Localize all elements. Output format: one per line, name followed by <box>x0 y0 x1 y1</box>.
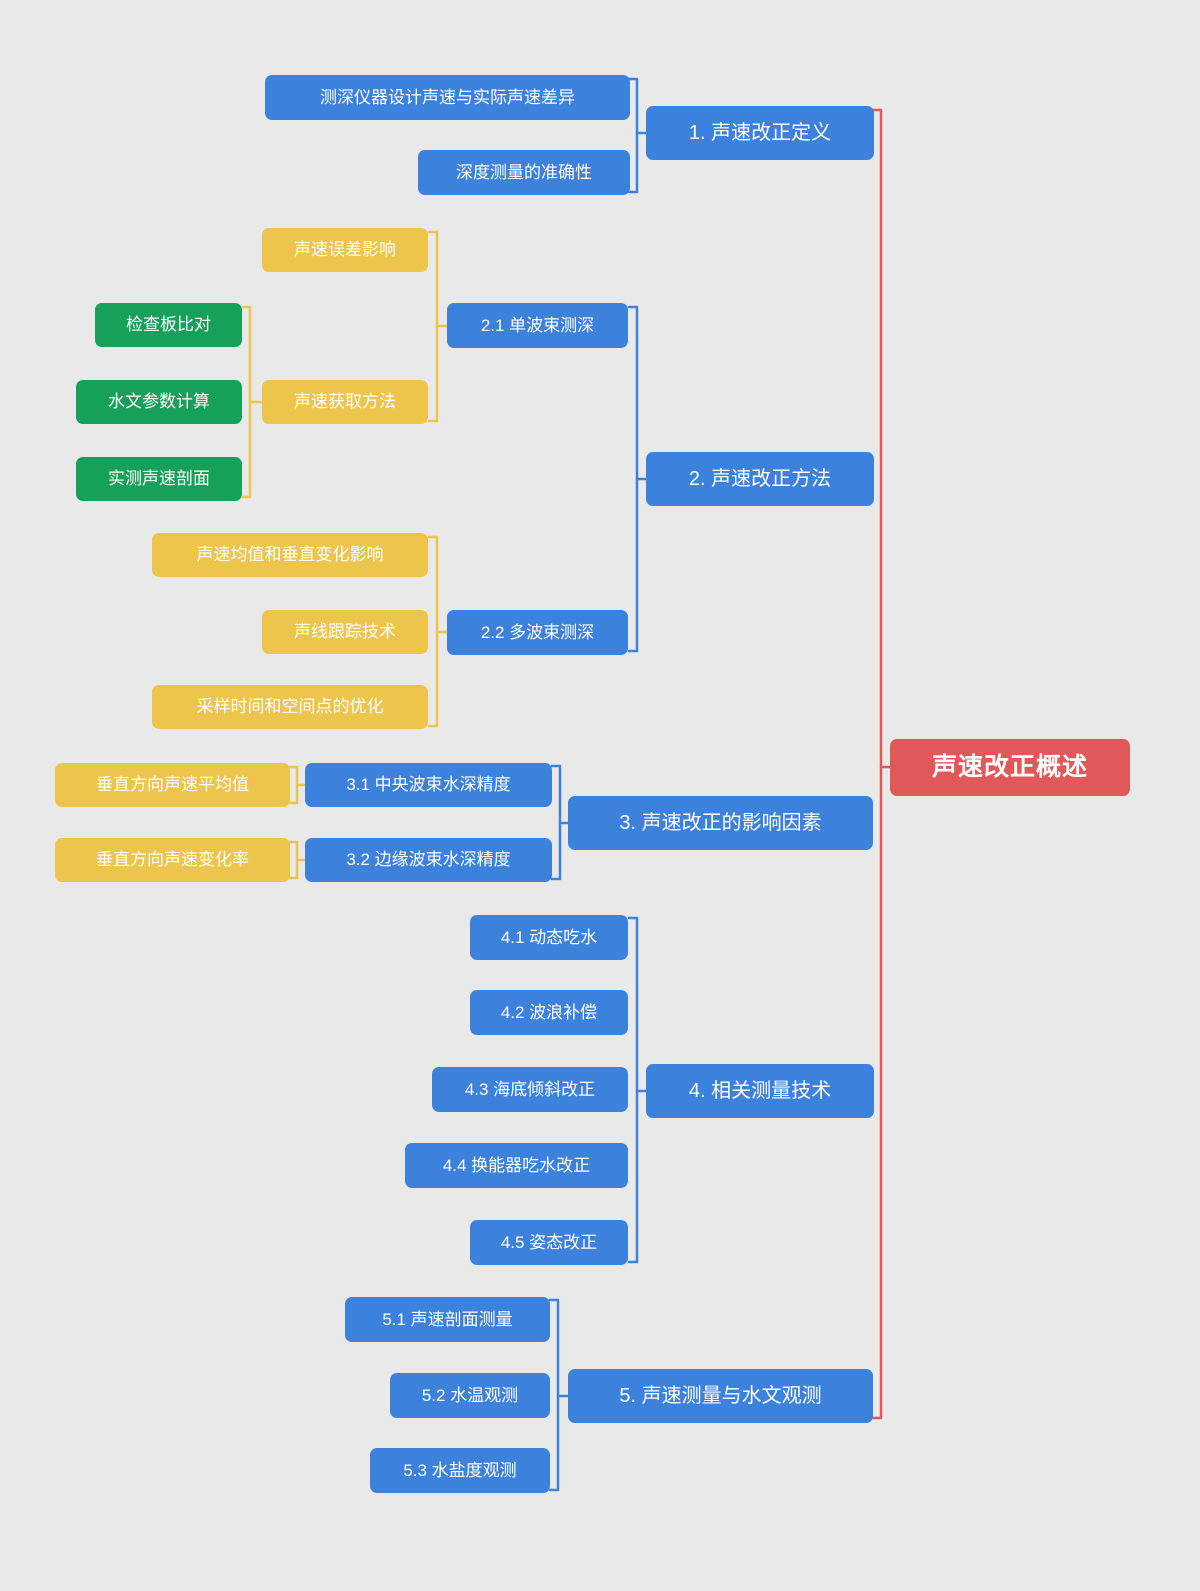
connector-node-2-2 <box>427 535 449 728</box>
node-4-1-dynamic-draft[interactable]: 4.1 动态吃水 <box>470 915 628 960</box>
node-2-2-multi-beam[interactable]: 2.2 多波束测深 <box>447 610 628 655</box>
branch-1[interactable]: 1. 声速改正定义 <box>646 106 874 160</box>
connector-branch-3 <box>550 764 570 881</box>
connector-branch-5 <box>548 1298 570 1492</box>
branch-4[interactable]: 4. 相关测量技术 <box>646 1064 874 1118</box>
mindmap-root-node[interactable]: 声速改正概述 <box>890 739 1130 796</box>
node-5-3-salinity-observation[interactable]: 5.3 水盐度观测 <box>370 1448 550 1493</box>
connector-branch-4 <box>627 916 648 1264</box>
node-3-1-central-beam-accuracy[interactable]: 3.1 中央波束水深精度 <box>305 763 552 807</box>
branch-2[interactable]: 2. 声速改正方法 <box>646 452 874 506</box>
node-2-1-single-beam[interactable]: 2.1 单波束测深 <box>447 303 628 348</box>
connector-node-3-2 <box>288 840 307 880</box>
node-4-4-transducer-draft-correction[interactable]: 4.4 换能器吃水改正 <box>405 1143 628 1188</box>
connector-node-3-1 <box>288 765 307 805</box>
node-4-2-wave-compensation[interactable]: 4.2 波浪补偿 <box>470 990 628 1035</box>
node-3-1-1-vertical-mean-speed[interactable]: 垂直方向声速平均值 <box>55 763 290 807</box>
node-2-2-1-mean-vertical-variation[interactable]: 声速均值和垂直变化影响 <box>152 533 428 577</box>
connector-node-2-1-2 <box>241 305 264 499</box>
node-4-3-seabed-slope-correction[interactable]: 4.3 海底倾斜改正 <box>432 1067 628 1112</box>
node-1-1-design-vs-actual-speed[interactable]: 测深仪器设计声速与实际声速差异 <box>265 75 630 120</box>
node-3-2-edge-beam-accuracy[interactable]: 3.2 边缘波束水深精度 <box>305 838 552 882</box>
node-5-1-speed-profile-measurement[interactable]: 5.1 声速剖面测量 <box>345 1297 550 1342</box>
branch-5[interactable]: 5. 声速测量与水文观测 <box>568 1369 873 1423</box>
node-2-1-1-speed-error-impact[interactable]: 声速误差影响 <box>262 228 428 272</box>
node-2-1-2-2-hydro-parameters[interactable]: 水文参数计算 <box>76 380 242 424</box>
connector-branch-1 <box>627 77 648 194</box>
node-4-5-attitude-correction[interactable]: 4.5 姿态改正 <box>470 1220 628 1265</box>
node-2-1-2-speed-acquisition[interactable]: 声速获取方法 <box>262 380 428 424</box>
branch-3[interactable]: 3. 声速改正的影响因素 <box>568 796 873 850</box>
connector-node-2-1 <box>427 230 449 423</box>
node-2-1-2-3-measured-profile[interactable]: 实测声速剖面 <box>76 457 242 501</box>
node-2-2-2-ray-tracing[interactable]: 声线跟踪技术 <box>262 610 428 654</box>
connector-branch-2 <box>627 305 648 653</box>
node-2-1-2-1-check-plate[interactable]: 检查板比对 <box>95 303 242 347</box>
node-1-2-depth-accuracy[interactable]: 深度测量的准确性 <box>418 150 630 195</box>
node-5-2-water-temperature[interactable]: 5.2 水温观测 <box>390 1373 550 1418</box>
connector-root <box>871 108 892 1420</box>
node-2-2-3-sampling-optimization[interactable]: 采样时间和空间点的优化 <box>152 685 428 729</box>
node-3-2-1-vertical-speed-gradient[interactable]: 垂直方向声速变化率 <box>55 838 290 882</box>
